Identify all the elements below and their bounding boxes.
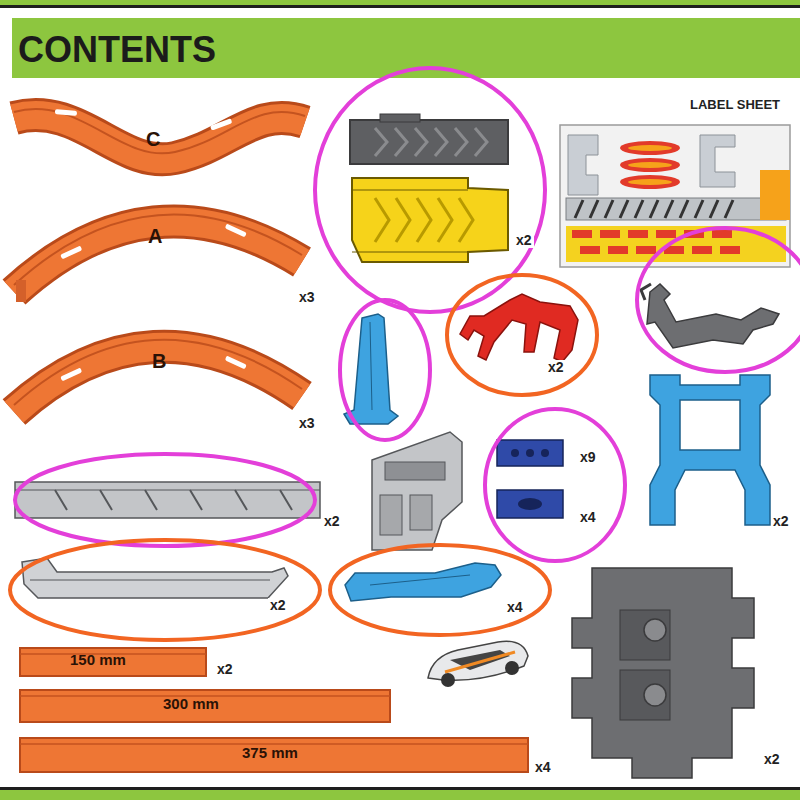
quantity: x4 [578,510,598,525]
blue-ramp-piece [345,563,501,601]
footer-line [0,787,800,790]
quantity: x3 [297,290,317,305]
quantity: x2 [215,662,235,677]
pink-circle [15,454,315,546]
quantity: x4 [533,760,553,775]
quantity: x2 [762,752,782,767]
straight-track-150 [20,648,206,676]
pink-circle [340,300,430,440]
blue-tower-frame [650,375,770,525]
red-claw [460,294,578,362]
header-line [0,5,800,8]
orange-circle [10,540,320,640]
quantity: x2 [514,233,534,248]
quantity: x9 [578,450,598,465]
footer-band [0,790,800,800]
track-length: 150 mm [70,652,126,669]
quantity: x3 [297,416,317,431]
label-sheet [560,125,790,267]
track-length: 300 mm [163,696,219,713]
blue-support-pillar [344,314,398,424]
header-strip [0,0,800,5]
track-letter: C [146,128,160,150]
straight-track-375 [20,738,528,772]
gray-track-base [572,568,754,778]
blue-connector-clips [497,440,563,518]
yellow-launch-ramp [352,178,508,262]
orange-circle [447,275,597,395]
quantity: x2 [322,514,342,529]
pink-circle [485,409,625,561]
quantity: x2 [268,598,288,613]
highlight-circles [10,68,800,640]
gray-long-ramp [22,558,288,598]
page-title: CONTENTS [18,30,216,70]
sheet-title: LABEL SHEET [690,98,780,112]
gray-guard-rail [15,482,320,518]
curve-track-a [14,214,302,302]
orange-circle [330,545,550,635]
quantity: x4 [505,600,525,615]
track-letter: A [148,225,162,247]
toy-car [428,641,528,687]
gray-claw-arm [641,284,779,348]
straight-track-300 [20,690,390,722]
pink-circle [637,228,800,372]
gray-launcher-box [372,432,462,550]
quantity: x2 [546,360,566,375]
quantity: x2 [771,514,791,529]
curve-track-c [14,109,305,159]
curve-track-b [14,340,302,412]
gray-launch-ramp [350,114,508,164]
track-letter: B [152,350,166,372]
track-length: 375 mm [242,745,298,762]
